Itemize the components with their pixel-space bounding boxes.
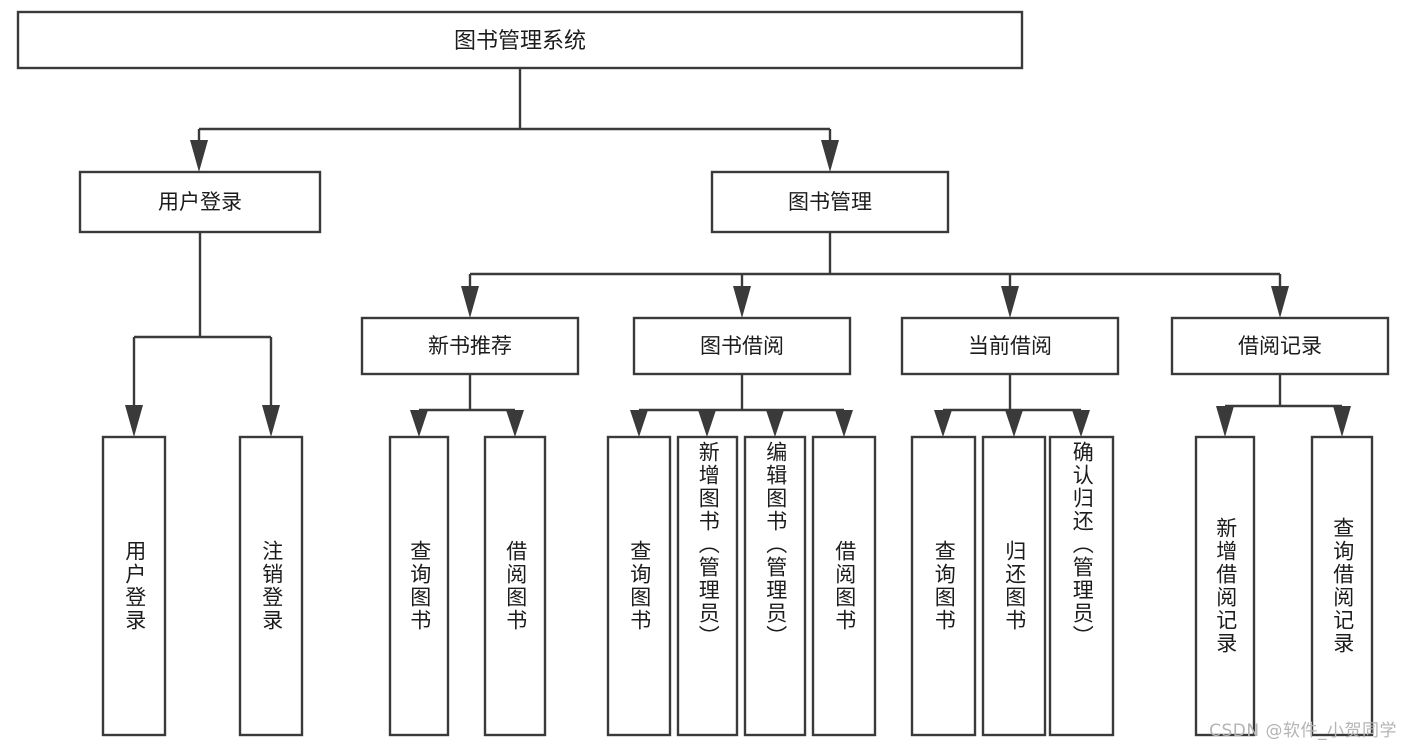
node-new-book-rec[interactable]: 新书推荐 xyxy=(360,316,580,376)
node-book-mgmt-box[interactable] xyxy=(710,170,950,234)
arrow-head-leaf-user-login xyxy=(125,405,143,437)
node-current-borrow-box[interactable] xyxy=(900,316,1120,376)
node-new-book-rec-label: 新书推荐 xyxy=(428,334,512,358)
leaf-boxes xyxy=(101,435,1374,737)
arrow-head-leaf-edit-book xyxy=(766,410,784,437)
leaf-box-query-book-3[interactable] xyxy=(910,435,977,737)
leaf-box-query-record[interactable] xyxy=(1310,435,1374,737)
leaf-box-edit-book[interactable] xyxy=(743,435,807,737)
node-new-book-rec-box[interactable] xyxy=(360,316,580,376)
node-book-borrow[interactable]: 图书借阅 xyxy=(632,316,852,376)
connector-group-book-borrow xyxy=(630,374,853,437)
node-book-mgmt[interactable]: 图书管理 xyxy=(710,170,950,234)
arrow-head-user-login xyxy=(190,140,208,172)
connector-group-user-login xyxy=(125,232,280,437)
arrow-head-current-borrow xyxy=(1001,286,1019,318)
node-borrow-record[interactable]: 借阅记录 xyxy=(1170,316,1390,376)
leaf-box-confirm-return[interactable] xyxy=(1048,435,1115,737)
leaf-box-borrow-book-1[interactable] xyxy=(483,435,547,737)
node-borrow-record-box[interactable] xyxy=(1170,316,1390,376)
node-user-login-label: 用户登录 xyxy=(158,190,242,214)
connector-group-book-mgmt xyxy=(461,232,1289,318)
connector-group-current-borrow xyxy=(934,374,1090,437)
arrow-head-leaf-query-record xyxy=(1333,406,1351,437)
node-book-mgmt-label: 图书管理 xyxy=(788,190,872,214)
csdn-watermark: CSDN @软件_小贺同学 xyxy=(1209,721,1397,741)
arrow-head-leaf-add-book xyxy=(698,410,716,437)
connector-group-new-book-rec xyxy=(410,374,524,437)
node-user-login[interactable]: 用户登录 xyxy=(78,170,322,234)
arrow-head-leaf-borrow-book-2 xyxy=(835,410,853,437)
connector-group-root xyxy=(190,68,839,172)
arrow-head-leaf-query-book-3 xyxy=(934,410,952,437)
leaf-box-add-book[interactable] xyxy=(676,435,739,737)
leaf-box-return-book[interactable] xyxy=(981,435,1047,737)
arrow-head-leaf-borrow-book-1 xyxy=(506,410,524,437)
arrow-head-leaf-query-book-2 xyxy=(630,410,648,437)
node-borrow-record-label: 借阅记录 xyxy=(1238,334,1322,358)
leaf-box-borrow-book-2[interactable] xyxy=(811,435,877,737)
arrow-head-borrow-record xyxy=(1271,286,1289,318)
node-root[interactable]: 图书管理系统 xyxy=(16,10,1024,70)
node-book-borrow-box[interactable] xyxy=(632,316,852,376)
leaf-box-logout[interactable] xyxy=(238,435,304,737)
arrow-head-leaf-add-record xyxy=(1216,406,1234,437)
node-current-borrow-label: 当前借阅 xyxy=(968,334,1052,358)
node-root-label: 图书管理系统 xyxy=(454,29,586,54)
arrow-head-book-borrow xyxy=(733,286,751,318)
leaf-box-add-record[interactable] xyxy=(1194,435,1256,737)
leaf-box-query-book-1[interactable] xyxy=(388,435,450,737)
leaf-box-query-book-2[interactable] xyxy=(606,435,672,737)
arrow-head-leaf-return-book xyxy=(1005,410,1023,437)
node-root-box[interactable] xyxy=(16,10,1024,70)
node-current-borrow[interactable]: 当前借阅 xyxy=(900,316,1120,376)
arrow-head-new-book-rec xyxy=(461,286,479,318)
arrow-head-leaf-logout xyxy=(262,405,280,437)
leaf-box-user-login[interactable] xyxy=(101,435,167,737)
arrow-head-leaf-confirm-return xyxy=(1072,410,1090,437)
node-user-login-box[interactable] xyxy=(78,170,322,234)
arrow-head-book-mgmt xyxy=(821,140,839,172)
node-book-borrow-label: 图书借阅 xyxy=(700,334,784,358)
arrow-head-leaf-query-book-1 xyxy=(410,410,428,437)
connector-group-borrow-record xyxy=(1216,374,1351,437)
